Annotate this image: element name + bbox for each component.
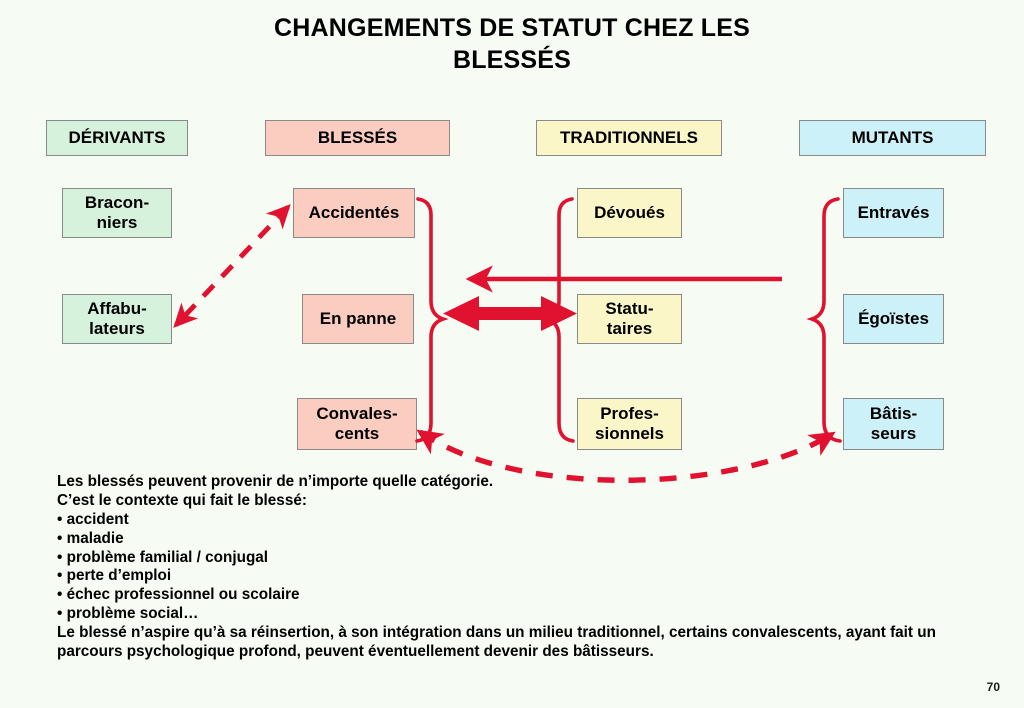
column-header-mutants: MUTANTS	[799, 120, 986, 156]
column-header-label: DÉRIVANTS	[68, 127, 166, 147]
item-line-2: seurs	[870, 424, 917, 443]
item-line-2: niers	[96, 213, 138, 232]
notes-paragraph: Le blessé n’aspire qu’à sa réinsertion, …	[57, 624, 936, 661]
item-line-1: Bâtis-	[869, 403, 918, 423]
column-header-traditionnels: TRADITIONNELS	[536, 120, 722, 156]
column-header-blesses: BLESSÉS	[265, 120, 450, 156]
column-header-derivants: DÉRIVANTS	[46, 120, 188, 156]
item-line-1: Dévoués	[594, 202, 665, 222]
item-box-convalescents: Convales- cents	[297, 398, 417, 450]
notes-line: • perte d’emploi	[57, 567, 172, 585]
notes-line: • maladie	[57, 529, 124, 547]
item-box-batisseurs: Bâtis- seurs	[843, 398, 944, 450]
brace-blesses	[415, 197, 449, 443]
item-line-1: Accidentés	[308, 202, 400, 222]
column-header-label: BLESSÉS	[317, 127, 398, 147]
page-title-line-1: CHANGEMENTS DE STATUT CHEZ LES	[274, 14, 750, 42]
brace-traditionnels	[541, 197, 575, 443]
item-box-professionnels: Profes- sionnels	[577, 398, 682, 450]
item-box-en-panne: En panne	[302, 294, 414, 344]
item-line-1: En panne	[319, 308, 397, 328]
item-box-braconniers: Bracon- niers	[62, 188, 172, 238]
item-line-2: sionnels	[595, 424, 664, 443]
page-title: CHANGEMENTS DE STATUT CHEZ LES BLESSÉS	[0, 12, 1024, 76]
item-box-devoues: Dévoués	[577, 188, 682, 238]
item-line-1: Bracon-	[84, 192, 150, 212]
item-box-accidentes: Accidentés	[293, 188, 415, 238]
item-box-egoistes: Égoïstes	[843, 294, 944, 344]
item-line-1: Convales-	[316, 403, 398, 423]
notes-line: • problème social…	[57, 605, 199, 623]
column-header-label: TRADITIONNELS	[560, 127, 698, 147]
item-line-1: Entravés	[857, 202, 930, 222]
brace-mutants	[806, 197, 842, 443]
column-header-label: MUTANTS	[851, 127, 934, 147]
notes-block: Les blessés peuvent provenir de n’import…	[57, 473, 947, 662]
notes-line: • échec professionnel ou scolaire	[57, 586, 300, 604]
page-title-line-2: BLESSÉS	[452, 46, 572, 74]
notes-line: • problème familial / conjugal	[57, 548, 269, 566]
item-line-2: lateurs	[89, 319, 145, 338]
item-line-1: Statu-	[605, 298, 654, 318]
notes-line: • accident	[57, 510, 129, 528]
item-box-affabulateurs: Affabu- lateurs	[62, 294, 172, 344]
item-line-1: Profes-	[600, 403, 659, 423]
item-line-1: Affabu-	[87, 298, 147, 318]
page-number: 70	[986, 680, 1000, 694]
notes-line: C’est le contexte qui fait le blessé:	[57, 491, 307, 509]
arrow-bidirectional-blesses-traditionnels	[443, 296, 577, 331]
arrow-accidentes-affabulateurs	[173, 204, 291, 328]
item-line-2: cents	[334, 424, 380, 443]
item-line-1: Égoïstes	[858, 308, 929, 328]
item-box-statutaires: Statu- taires	[577, 294, 682, 344]
notes-line: Les blessés peuvent provenir de n’import…	[57, 473, 494, 490]
item-line-2: taires	[606, 319, 653, 338]
item-box-entraves: Entravés	[843, 188, 944, 238]
